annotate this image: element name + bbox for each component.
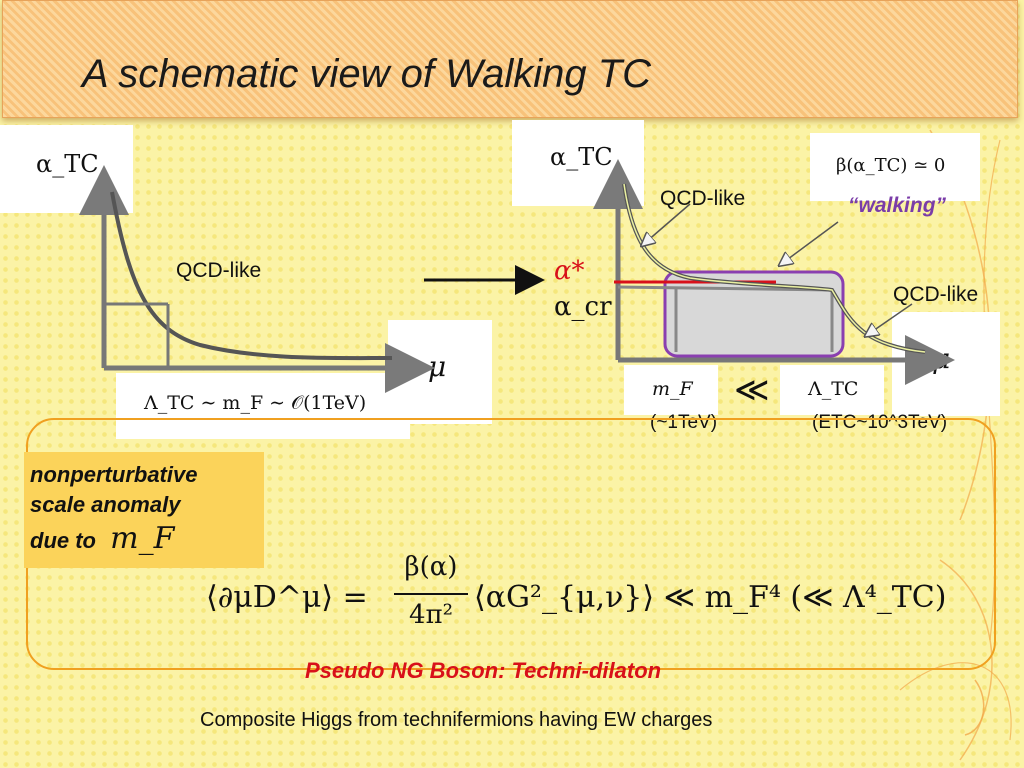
mf-box	[624, 365, 718, 415]
equation-lhs: ⟨∂μD^μ⟩ =	[206, 580, 368, 615]
pngb-label: Pseudo NG Boson: Techni-dilaton	[305, 658, 662, 683]
left-qcd-curve	[110, 191, 393, 361]
left-scale-relation: Λ_TC ∼ m_F ∼ 𝒪(1TeV)	[144, 392, 367, 414]
anomaly-box	[24, 452, 264, 568]
lambda-value: (ETC~10^3TeV)	[812, 412, 948, 433]
right-qcd-like-label-bottom: QCD-like	[893, 283, 979, 306]
title-band	[2, 0, 1018, 118]
left-qcd-like-label: QCD-like	[176, 259, 262, 282]
anomaly-mf-symbol: m_F	[110, 521, 175, 557]
slide-title: A schematic view of Walking TC	[82, 52, 652, 96]
beta-relation: β(α_TC) ≃ 0	[836, 155, 946, 176]
anomaly-line-1: nonperturbative	[30, 462, 198, 487]
beta-box	[810, 133, 980, 201]
equation-denominator: 4π²	[408, 600, 454, 630]
left-scale-box	[116, 373, 410, 439]
right-qcd-like-label-top: QCD-like	[660, 187, 746, 210]
lambda-tc-label: Λ_TC	[808, 378, 859, 400]
equation-rhs: ⟨αG²_{μ,ν}⟩ ≪ m_F⁴ (≪ Λ⁴_TC)	[474, 580, 947, 615]
alpha-star-label: α*	[554, 256, 585, 286]
alpha-cr-label: α_cr	[554, 292, 612, 322]
much-less-symbol: ≪	[734, 370, 770, 410]
walking-region	[663, 270, 845, 358]
walking-label: “walking”	[848, 194, 947, 217]
anomaly-due-to: due to	[30, 528, 96, 554]
composite-higgs-text: Composite Higgs from technifermions havi…	[200, 709, 713, 731]
anomaly-line-3: due to m_F	[30, 519, 260, 560]
equation-numerator: β(α)	[404, 552, 458, 582]
mf-value: (~1TeV)	[650, 412, 718, 433]
anomaly-line-2: scale anomaly	[30, 491, 181, 517]
lambda-box	[780, 365, 884, 415]
fraction-bar	[394, 593, 468, 595]
anomaly-text: nonperturbative scale anomaly due to m_F	[30, 460, 260, 560]
mf-label: m_F	[652, 378, 693, 400]
